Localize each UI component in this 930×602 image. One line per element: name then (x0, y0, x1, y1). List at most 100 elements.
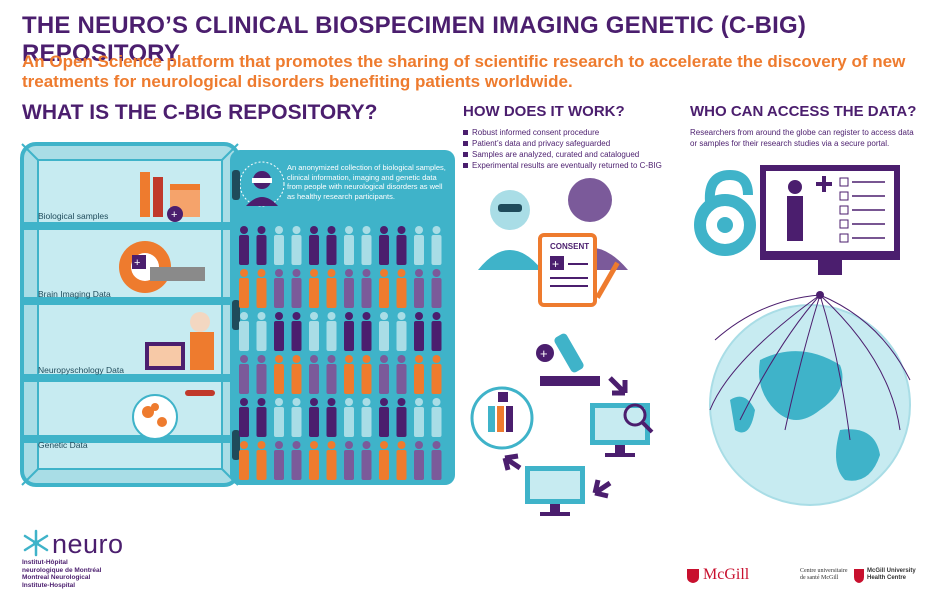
person-silhouette-icon (274, 441, 284, 480)
person-silhouette-icon (309, 226, 319, 265)
person-silhouette-icon (291, 269, 302, 308)
shelf-label-genetic: Genetic Data (38, 440, 88, 450)
person-silhouette-icon (309, 312, 319, 351)
neuro-institute-name: Institut-Hôpital neurologique de Montréa… (22, 559, 101, 589)
person-silhouette-icon (344, 226, 354, 265)
person-silhouette-icon (256, 398, 267, 437)
person-silhouette-icon (396, 312, 407, 351)
person-silhouette-icon (344, 355, 354, 394)
person-silhouette-icon (361, 441, 372, 480)
person-silhouette-icon (361, 398, 372, 437)
person-silhouette-icon (291, 312, 302, 351)
person-silhouette-icon (396, 398, 407, 437)
person-silhouette-icon (256, 441, 267, 480)
person-silhouette-icon (239, 312, 249, 351)
neuro-logo-icon (23, 529, 49, 557)
person-silhouette-icon (239, 355, 249, 394)
neuro-wordmark: neuro (52, 529, 124, 559)
neuro-sub-line: Montreal Neurological (22, 574, 91, 581)
svg-text:+: + (171, 209, 177, 221)
person-silhouette-icon (239, 441, 249, 480)
person-silhouette-icon (309, 269, 319, 308)
list-item: Patient’s data and privacy safeguarded (463, 138, 662, 149)
globe-illustration (709, 291, 911, 506)
person-silhouette-icon (274, 226, 284, 265)
neuro-sub-line: Institut-Hôpital (22, 559, 68, 566)
person-silhouette-icon (396, 226, 407, 265)
muhc-line: McGill University (867, 568, 916, 574)
person-silhouette-icon (309, 355, 319, 394)
open-access-illustration (694, 165, 900, 275)
person-silhouette-icon (379, 312, 389, 351)
list-item: Robust informed consent procedure (463, 127, 662, 138)
person-silhouette-icon (344, 312, 354, 351)
consent-label: CONSENT (550, 242, 589, 251)
muhc-logo-text: McGill University Health Centre (867, 568, 916, 582)
person-silhouette-icon (396, 441, 407, 480)
person-silhouette-icon (361, 312, 372, 351)
person-silhouette-icon (274, 398, 284, 437)
access-description: Researchers from around the globe can re… (690, 128, 914, 148)
shelf-label-neuropsychology: Neuropyschology Data (38, 365, 124, 375)
person-silhouette-icon (291, 226, 302, 265)
person-silhouette-icon (274, 355, 284, 394)
person-silhouette-icon (274, 269, 284, 308)
person-silhouette-icon (256, 269, 267, 308)
person-silhouette-icon (256, 312, 267, 351)
person-silhouette-icon (431, 441, 442, 480)
shelf-label-biological: Biological samples (38, 211, 109, 221)
people-grid (239, 226, 442, 480)
person-silhouette-icon (431, 269, 442, 308)
page-subtitle: An Open Science platform that promotes t… (22, 52, 906, 91)
neuro-sub-line: Institute-Hospital (22, 581, 76, 589)
person-silhouette-icon (361, 269, 372, 308)
door-hinges (232, 170, 240, 460)
shelf-label-imaging: Brain Imaging Data (38, 289, 111, 299)
neuro-sub-line: neurologique de Montréal (22, 566, 102, 574)
svg-text:+: + (552, 257, 559, 271)
person-silhouette-icon (326, 441, 337, 480)
list-item: Samples are analyzed, curated and catalo… (463, 149, 662, 160)
person-silhouette-icon (361, 355, 372, 394)
person-silhouette-icon (309, 398, 319, 437)
consent-illustration: CONSENT + (478, 178, 628, 307)
person-silhouette-icon (326, 355, 337, 394)
repository-cabinet-illustration: + + (20, 142, 240, 487)
person-silhouette-icon (326, 398, 337, 437)
person-silhouette-icon (309, 441, 319, 480)
person-silhouette-icon (396, 269, 407, 308)
person-silhouette-icon (274, 312, 284, 351)
person-silhouette-icon (431, 398, 442, 437)
research-cycle-illustration: + (470, 333, 654, 516)
person-silhouette-icon (414, 441, 424, 480)
person-silhouette-icon (379, 398, 389, 437)
mcgill-crest-icon (687, 569, 699, 583)
person-silhouette-icon (239, 398, 249, 437)
person-silhouette-icon (396, 355, 407, 394)
person-silhouette-icon (414, 398, 424, 437)
person-silhouette-icon (239, 226, 249, 265)
section-heading-how: HOW DOES IT WORK? (463, 103, 625, 120)
person-silhouette-icon (256, 355, 267, 394)
person-silhouette-icon (379, 355, 389, 394)
person-silhouette-icon (291, 398, 302, 437)
person-silhouette-icon (379, 269, 389, 308)
person-silhouette-icon (379, 441, 389, 480)
person-silhouette-icon (326, 269, 337, 308)
person-silhouette-icon (344, 398, 354, 437)
person-silhouette-icon (344, 441, 354, 480)
person-silhouette-icon (431, 226, 442, 265)
person-silhouette-icon (256, 226, 267, 265)
person-silhouette-icon (291, 441, 302, 480)
muhc-line: Health Centre (867, 575, 907, 581)
person-silhouette-icon (291, 355, 302, 394)
person-silhouette-icon (414, 269, 424, 308)
svg-text:+: + (540, 346, 548, 361)
muhc-crest-icon (854, 569, 864, 583)
cusm-line: de santé McGill (800, 575, 839, 581)
person-silhouette-icon (239, 269, 249, 308)
svg-text:+: + (134, 257, 140, 269)
list-item: Experimental results are eventually retu… (463, 160, 662, 171)
person-silhouette-icon (344, 269, 354, 308)
section-heading-what: WHAT IS THE C-BIG REPOSITORY? (22, 101, 378, 124)
